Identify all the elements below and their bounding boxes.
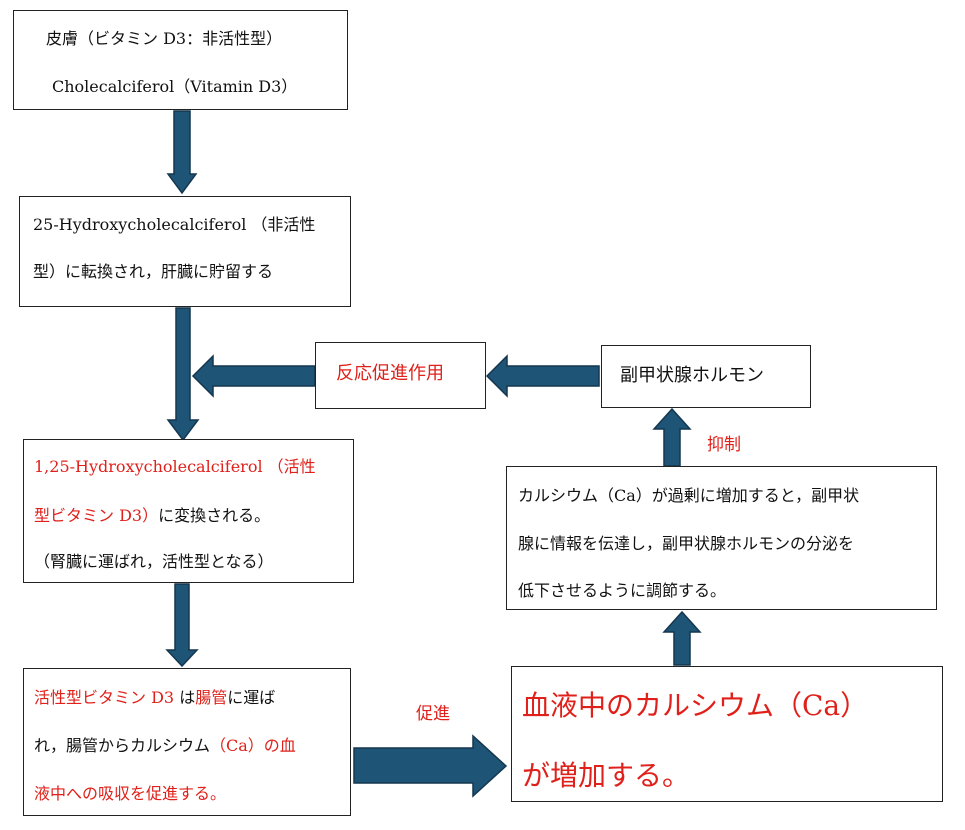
box-promote-action-label: 反応促進作用 — [336, 363, 444, 384]
box-kidney-line2-red: 型ビタミン D3） — [34, 506, 159, 525]
box-intestine-line2: れ，腸管からカルシウム（Ca）の血 — [34, 736, 296, 756]
box-kidney-line1: 1,25-Hydroxycholecalciferol （活性 — [34, 457, 316, 476]
box-blood-calcium: 血液中のカルシウム（Ca） が増加する。 — [511, 666, 943, 802]
arrow-intestine-to-blood — [353, 734, 508, 798]
box-intestine-line3: 液中への吸収を促進する。 — [34, 784, 227, 803]
box-feedback-line3: 低下させるように調節する。 — [518, 581, 727, 600]
box-kidney: 1,25-Hydroxycholecalciferol （活性 型ビタミン D3… — [23, 439, 354, 583]
arrow-blood-to-feedback — [662, 610, 702, 666]
box-blood-line2: が増加する。 — [522, 759, 691, 792]
box-intestine-line1-red-a: 活性型ビタミン D3 — [34, 688, 175, 707]
box-kidney-line2: 型ビタミン D3）に変換される。 — [34, 506, 270, 526]
label-promote: 促進 — [416, 704, 450, 724]
box-blood-line1: 血液中のカルシウム（Ca） — [522, 689, 869, 722]
box-pth-label: 副甲状腺ホルモン — [620, 365, 764, 386]
box-intestine-line2-black: れ，腸管からカルシウム — [34, 736, 211, 755]
box-liver: 25-Hydroxycholecalciferol （非活性 型）に転換され，肝… — [19, 196, 351, 307]
box-intestine-line2-red: （Ca）の血 — [210, 736, 296, 755]
box-skin-line1: 皮膚（ビタミン D3：非活性型） — [46, 29, 283, 48]
label-suppress: 抑制 — [707, 435, 741, 455]
arrow-kidney-to-intestine — [165, 583, 199, 668]
box-feedback: カルシウム（Ca）が過剰に増加すると，副甲状 腺に情報を伝達し，副甲状腺ホルモン… — [506, 466, 937, 610]
box-intestine-line1-black-b: に運ば — [227, 688, 276, 707]
box-pth: 副甲状腺ホルモン — [601, 345, 811, 408]
arrow-feedback-to-pth — [652, 407, 692, 467]
box-intestine-line1-red-b: 腸管 — [195, 688, 228, 707]
arrow-pth-to-promote — [485, 354, 600, 398]
box-skin-line2: Cholecalciferol（Vitamin D3） — [52, 77, 298, 96]
box-intestine: 活性型ビタミン D3 は腸管に運ば れ，腸管からカルシウム（Ca）の血 液中への… — [23, 668, 351, 816]
box-kidney-line2-black: に変換される。 — [158, 506, 271, 525]
arrow-liver-to-kidney — [166, 307, 200, 442]
box-skin: 皮膚（ビタミン D3：非活性型） Cholecalciferol（Vitamin… — [13, 10, 348, 110]
box-feedback-line2: 腺に情報を伝達し，副甲状腺ホルモンの分泌を — [518, 534, 855, 553]
box-liver-line1: 25-Hydroxycholecalciferol （非活性 — [33, 215, 316, 234]
box-feedback-line1: カルシウム（Ca）が過剰に増加すると，副甲状 — [518, 486, 860, 505]
box-promote-action: 反応促進作用 — [315, 342, 486, 409]
arrow-skin-to-liver — [166, 110, 198, 195]
arrow-promote-to-main — [191, 354, 316, 398]
box-intestine-line1-black-a: は — [174, 688, 196, 707]
box-intestine-line1: 活性型ビタミン D3 は腸管に運ば — [34, 688, 275, 708]
box-kidney-line3: （腎臓に運ばれ，活性型となる） — [34, 552, 274, 571]
box-liver-line2: 型）に転換され，肝臓に貯留する — [33, 262, 274, 281]
